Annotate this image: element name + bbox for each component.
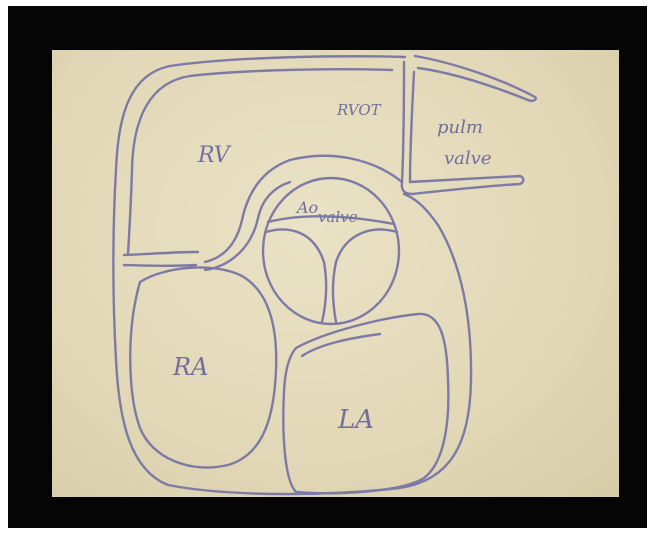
la-inner-wall <box>302 334 380 356</box>
rv-outer-wall <box>113 56 471 494</box>
label-rv: RV <box>197 143 232 168</box>
aortic-leaflet-left <box>266 230 326 322</box>
label-ao: Ao <box>295 198 318 217</box>
label-pulm-valve: valve <box>444 148 491 169</box>
aortic-valve-circle <box>263 178 399 324</box>
label-pulm: pulm <box>437 117 483 138</box>
la-wall <box>283 314 448 493</box>
label-la: LA <box>337 405 374 435</box>
septum-left-lower <box>124 265 196 266</box>
label-ao-valve: valve <box>318 208 358 226</box>
aortic-leaflet-right <box>333 230 397 322</box>
label-ra: RA <box>172 353 208 381</box>
rvot-wall-top <box>415 56 536 101</box>
septum-left-upper <box>124 252 198 255</box>
pulm-trunk-lower-wall <box>410 176 523 194</box>
rv-inner-wall <box>128 69 392 255</box>
pulm-valve-wall-right <box>410 72 414 182</box>
label-rvot: RVOT <box>336 101 382 119</box>
